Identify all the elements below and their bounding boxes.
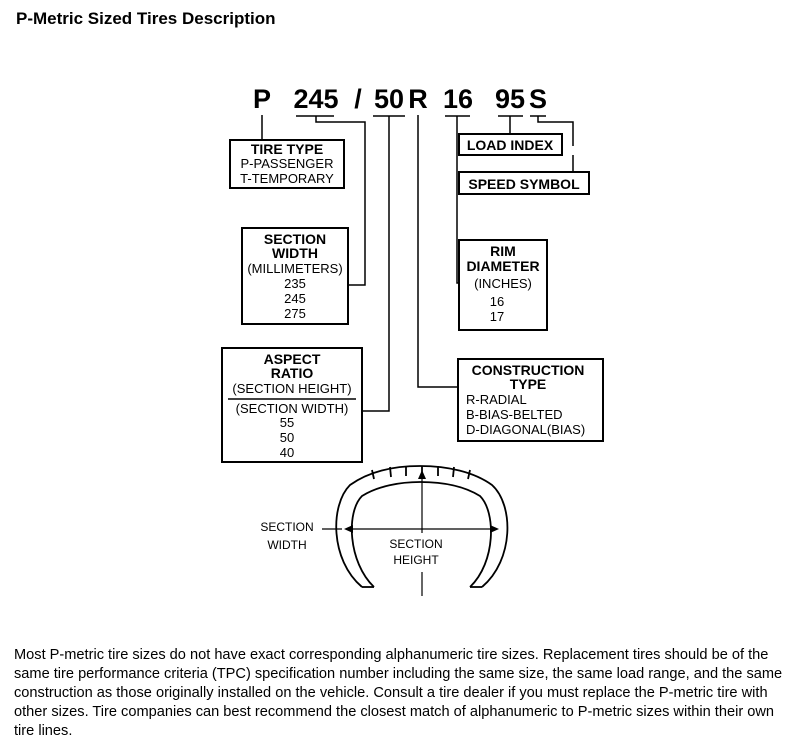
tire-type-heading: TIRE TYPE — [251, 141, 323, 157]
rim-diameter-box: RIM DIAMETER (INCHES) 16 17 — [458, 239, 548, 331]
aspect-ratio-denominator: (SECTION WIDTH) — [236, 401, 349, 416]
leader-lines — [261, 115, 574, 412]
code-prefix: P — [253, 84, 271, 114]
tire-size-diagram: P 245 / 50 R 16 95 S TIRE TYPE P-PASSEN — [221, 84, 604, 596]
rim-diameter-value-2: 17 — [490, 309, 504, 324]
section-width-value-3: 275 — [284, 306, 306, 321]
construction-type-radial: R-RADIAL — [466, 392, 527, 407]
page-title: P-Metric Sized Tires Description — [16, 9, 276, 28]
aspect-ratio-heading-2: RATIO — [271, 365, 314, 381]
tire-type-box: TIRE TYPE P-PASSENGER T-TEMPORARY — [229, 139, 345, 189]
code-load: 95 — [495, 84, 525, 114]
code-ratio: 50 — [374, 84, 404, 114]
speed-symbol-box: SPEED SYMBOL — [458, 171, 590, 195]
section-width-value-1: 235 — [284, 276, 306, 291]
rim-diameter-unit: (INCHES) — [474, 276, 532, 291]
construction-type-heading-1: CONSTRUCTION — [472, 362, 585, 378]
section-height-label-2: HEIGHT — [393, 553, 439, 567]
rim-diameter-heading-1: RIM — [490, 243, 516, 259]
section-width-unit: (MILLIMETERS) — [247, 261, 342, 276]
load-index-label: LOAD INDEX — [467, 137, 554, 153]
section-width-label-1: SECTION — [260, 520, 313, 534]
code-speed: S — [529, 84, 547, 114]
speed-symbol-label: SPEED SYMBOL — [468, 176, 580, 192]
section-width-label-2: WIDTH — [267, 538, 306, 552]
tire-arrowheads — [344, 470, 499, 533]
construction-type-diagonal: D-DIAGONAL(BIAS) — [466, 422, 585, 437]
aspect-ratio-numerator: (SECTION HEIGHT) — [232, 381, 351, 396]
rim-diameter-value-1: 16 — [490, 294, 504, 309]
load-index-box: LOAD INDEX — [458, 133, 563, 156]
aspect-ratio-value-1: 55 — [280, 415, 294, 430]
description-paragraph: Most P-metric tire sizes do not have exa… — [14, 647, 783, 739]
code-construction: R — [408, 84, 428, 114]
construction-type-box: CONSTRUCTION TYPE R-RADIAL B-BIAS-BELTED… — [457, 358, 604, 442]
rim-diameter-heading-2: DIAMETER — [466, 258, 539, 274]
construction-type-bias-belted: B-BIAS-BELTED — [466, 407, 563, 422]
aspect-ratio-heading-1: ASPECT — [264, 351, 321, 367]
section-width-value-2: 245 — [284, 291, 306, 306]
code-slash: / — [354, 84, 362, 114]
aspect-ratio-value-2: 50 — [280, 430, 294, 445]
section-height-label-1: SECTION — [389, 537, 442, 551]
aspect-ratio-box: ASPECT RATIO (SECTION HEIGHT) (SECTION W… — [221, 347, 363, 463]
construction-type-heading-2: TYPE — [510, 376, 547, 392]
tire-type-temporary: T-TEMPORARY — [240, 171, 334, 186]
section-width-box: SECTION WIDTH (MILLIMETERS) 235 245 275 — [241, 227, 349, 325]
tire-code: P 245 / 50 R 16 95 S — [253, 84, 547, 114]
section-width-heading-1: SECTION — [264, 231, 326, 247]
aspect-ratio-value-3: 40 — [280, 445, 294, 460]
code-rim: 16 — [443, 84, 473, 114]
section-width-heading-2: WIDTH — [272, 245, 318, 261]
code-width: 245 — [293, 84, 338, 114]
tire-type-passenger: P-PASSENGER — [241, 156, 334, 171]
